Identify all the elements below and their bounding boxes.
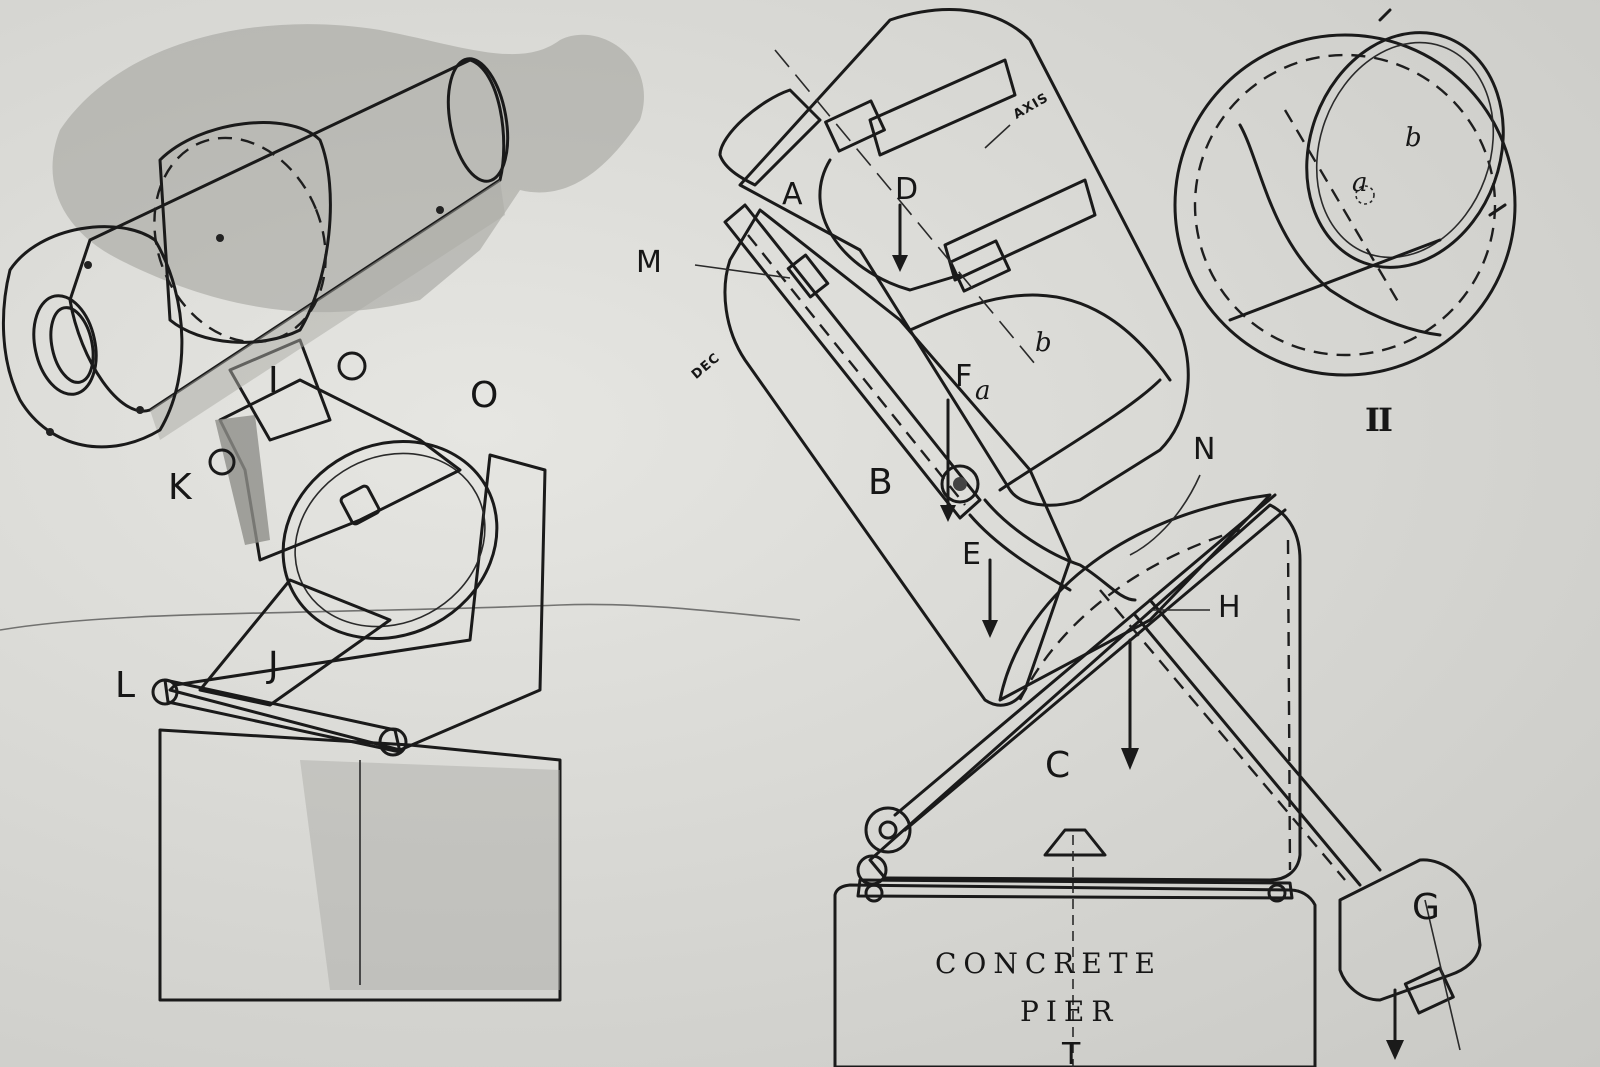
background-horizon — [0, 603, 801, 631]
left-tube-aperture — [32, 294, 98, 396]
label-i: I — [268, 360, 279, 401]
bolt-m — [786, 253, 830, 299]
anchor-bolt — [1043, 828, 1107, 857]
inset-ii-view — [1173, 8, 1517, 377]
left-pictorial-view — [0, 24, 801, 1002]
left-plate-j — [198, 578, 392, 707]
label-t: T — [1062, 1037, 1081, 1067]
label-b-tube: b — [1035, 328, 1052, 358]
pulley-e — [940, 464, 980, 504]
label-a: A — [782, 177, 803, 212]
tube-axis-line — [774, 49, 1041, 371]
inset-tube-ring — [1305, 31, 1505, 269]
label-l: L — [115, 665, 136, 706]
label-g: G — [1412, 887, 1440, 928]
inset-numeral: II — [1365, 401, 1393, 439]
label-n: N — [1193, 432, 1216, 467]
label-k: K — [168, 467, 192, 508]
counterweight-shaft — [1099, 589, 1346, 881]
inset-label-b: b — [1405, 123, 1422, 153]
label-e: E — [962, 537, 981, 572]
polar-bearing-dome — [998, 493, 1272, 702]
label-c: C — [1045, 745, 1071, 786]
label-b: B — [868, 462, 893, 503]
background-sky-shading — [52, 24, 644, 313]
right-telescope-tube — [738, 8, 1190, 507]
counterweight-g — [1338, 858, 1482, 1002]
declination-axis-slab — [723, 203, 982, 520]
label-m: M — [636, 245, 662, 280]
pier-label-line2: PIER — [1020, 995, 1120, 1028]
right-sectional-view — [694, 8, 1482, 1067]
left-knob-k — [208, 448, 236, 476]
inset-label-a: a — [1352, 168, 1368, 198]
left-tube-ring — [153, 136, 327, 344]
label-h: H — [1218, 590, 1241, 625]
inset-outer-disc — [1173, 33, 1517, 377]
left-polar-disc — [281, 439, 499, 641]
label-d: D — [895, 172, 919, 207]
pier-label-line1: CONCRETE — [935, 947, 1162, 980]
label-a-small: a — [975, 376, 991, 406]
wedge-c — [868, 503, 1302, 882]
lower-hinge — [864, 806, 912, 854]
left-base-wedge — [168, 453, 547, 752]
label-j: J — [268, 645, 279, 686]
label-o: O — [470, 375, 499, 416]
label-f: F — [955, 359, 973, 394]
cradle-d — [818, 158, 962, 292]
fork-arm-b — [723, 208, 1072, 707]
